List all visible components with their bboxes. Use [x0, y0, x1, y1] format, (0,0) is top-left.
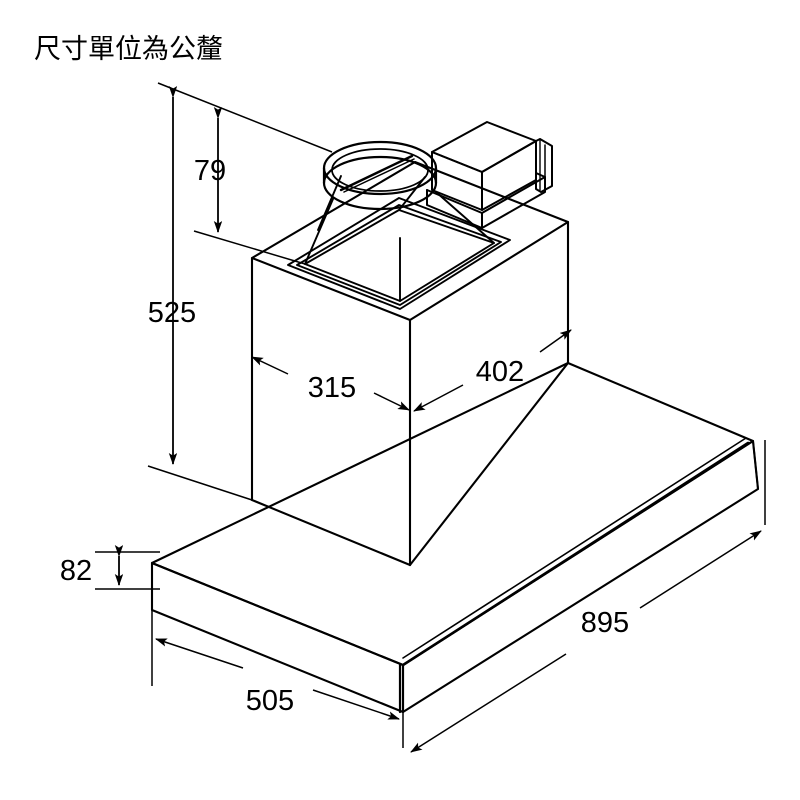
dim-label-79: 79	[194, 155, 226, 187]
dim-895	[410, 440, 766, 753]
dim-402	[413, 329, 572, 412]
dim-label-505: 505	[246, 685, 294, 717]
product-geometry	[150, 121, 760, 714]
duct-base-frame	[287, 197, 511, 310]
motor-housing-box	[426, 121, 553, 229]
ext-line-duct-top	[157, 82, 333, 153]
dimension-annotations	[95, 82, 766, 753]
round-duct-outlet	[322, 140, 438, 211]
dim-315	[251, 356, 410, 411]
dim-label-82: 82	[60, 555, 92, 587]
canopy-body	[150, 361, 760, 714]
dim-505	[151, 566, 404, 748]
dim-label-402: 402	[476, 356, 524, 388]
dim-label-895: 895	[581, 607, 629, 639]
page-title: 尺寸單位為公釐	[34, 34, 223, 65]
ext-line-chimney-top	[193, 230, 306, 265]
ext-line-chimney-bottom	[147, 465, 253, 501]
dim-82	[95, 545, 160, 590]
dim-label-525: 525	[148, 297, 196, 329]
chimney-box	[250, 160, 570, 567]
dim-label-315: 315	[308, 372, 356, 404]
